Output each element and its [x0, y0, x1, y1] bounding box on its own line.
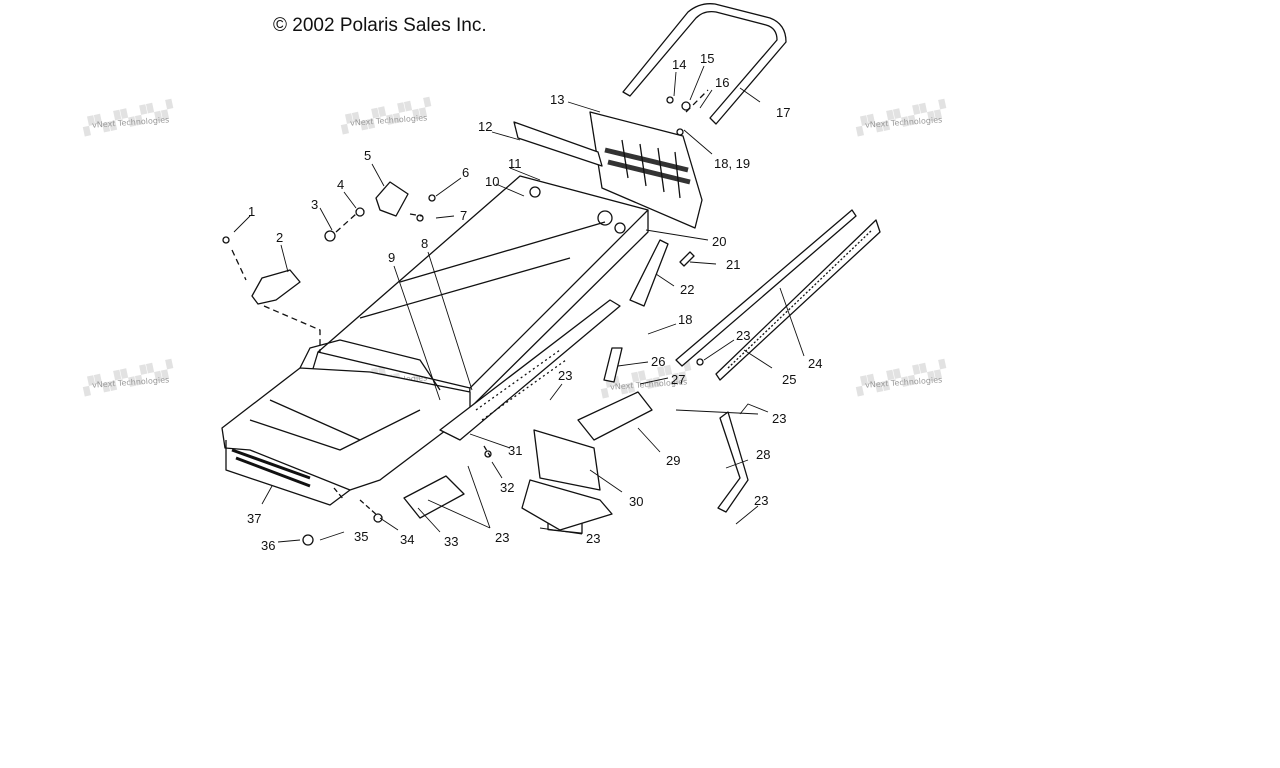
callout-23e: 23	[495, 530, 509, 545]
callout-35: 35	[354, 529, 368, 544]
callout-18-19: 18, 19	[714, 156, 750, 171]
callout-5: 5	[364, 148, 371, 163]
panel-part	[533, 429, 601, 491]
callout-25: 25	[782, 372, 796, 387]
callout-9: 9	[388, 250, 395, 265]
callout-16: 16	[715, 75, 729, 90]
callout-24: 24	[808, 356, 822, 371]
footrest-part	[629, 239, 669, 307]
callout-8: 8	[421, 236, 428, 251]
guard-part	[717, 411, 749, 513]
running-board-part	[439, 299, 621, 441]
callout-23f: 23	[586, 531, 600, 546]
callout-2: 2	[276, 230, 283, 245]
flap-panel-part	[513, 121, 603, 167]
front-frame-part	[221, 367, 471, 491]
callout-14: 14	[672, 57, 686, 72]
callout-11: 11	[508, 156, 522, 171]
callout-12: 12	[478, 119, 492, 134]
callout-18b: 18	[678, 312, 692, 327]
bracket-part	[375, 181, 409, 217]
callout-27: 27	[671, 372, 685, 387]
callout-7: 7	[460, 208, 467, 223]
callout-23d: 23	[754, 493, 768, 508]
callout-26: 26	[651, 354, 665, 369]
callout-33: 33	[444, 534, 458, 549]
callout-10: 10	[485, 174, 499, 189]
callout-37: 37	[247, 511, 261, 526]
callout-31: 31	[508, 443, 522, 458]
callout-29: 29	[666, 453, 680, 468]
callout-6: 6	[462, 165, 469, 180]
callout-13: 13	[550, 92, 564, 107]
callout-23b: 23	[558, 368, 572, 383]
callout-34: 34	[400, 532, 414, 547]
callout-3: 3	[311, 197, 318, 212]
callout-23c: 23	[772, 411, 786, 426]
callout-32: 32	[500, 480, 514, 495]
callout-30: 30	[629, 494, 643, 509]
callout-28: 28	[756, 447, 770, 462]
callout-22: 22	[680, 282, 694, 297]
callout-23a: 23	[736, 328, 750, 343]
callout-15: 15	[700, 51, 714, 66]
callout-17: 17	[776, 105, 790, 120]
plate-part	[577, 391, 653, 441]
bumper-part	[622, 3, 787, 125]
callout-20: 20	[712, 234, 726, 249]
callout-36: 36	[261, 538, 275, 553]
tunnel-part	[317, 175, 649, 389]
copyright-text: © 2002 Polaris Sales Inc.	[273, 15, 487, 36]
callout-1: 1	[248, 204, 255, 219]
bracket-part	[251, 269, 301, 305]
callout-4: 4	[337, 177, 344, 192]
callout-21: 21	[726, 257, 740, 272]
retainer-part	[603, 347, 623, 383]
rail-part	[675, 209, 857, 367]
plate-part	[403, 475, 465, 519]
